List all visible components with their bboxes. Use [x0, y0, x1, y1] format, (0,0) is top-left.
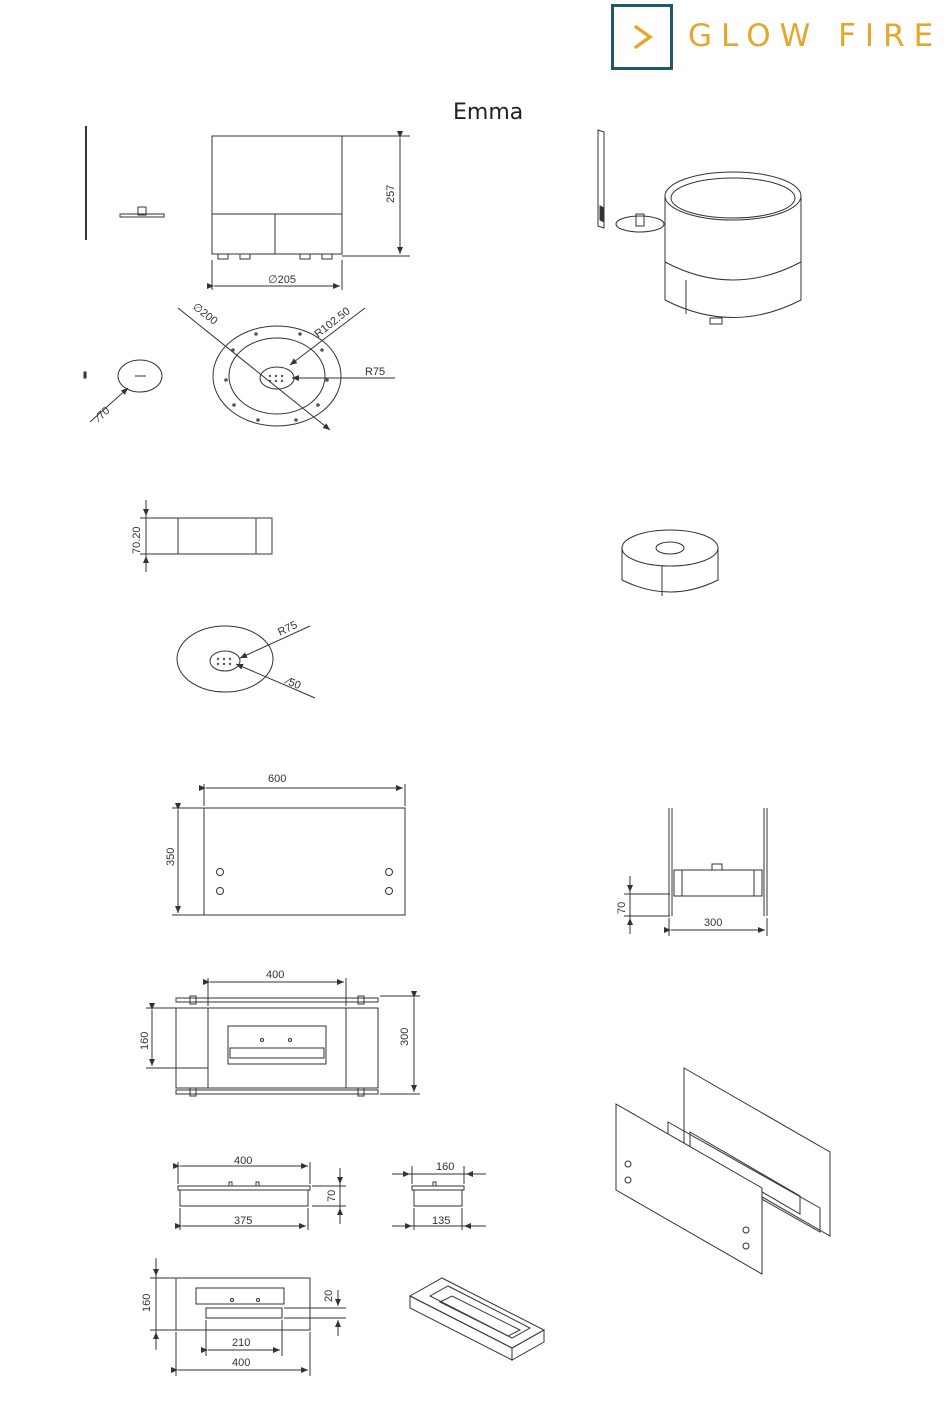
- glass-panel-front-view: [172, 784, 405, 915]
- dim-width-400-plan: 400: [232, 1357, 250, 1369]
- small-ring-isometric: [622, 530, 718, 596]
- burner-isometric-view: [410, 1278, 544, 1360]
- burner-top-view-assembly: [146, 978, 420, 1096]
- dim-diameter-205: ∅205: [268, 274, 296, 286]
- dim-height-70-side: 70: [616, 902, 628, 914]
- dim-height-70-20: 70.20: [131, 526, 143, 554]
- small-ring-elevation: [140, 500, 272, 572]
- dim-width-160-side: 160: [436, 1161, 454, 1173]
- ring-plan-view: [84, 308, 395, 430]
- dim-height-160-top: 160: [139, 1032, 151, 1050]
- dim-height-257: 257: [385, 185, 397, 203]
- dim-diameter-50: ∕50: [282, 675, 302, 693]
- dim-height-160-plan: 160: [141, 1294, 153, 1312]
- dim-width-400-top: 400: [266, 969, 284, 981]
- dim-height-20: 20: [323, 1290, 335, 1302]
- dim-height-300-top: 300: [399, 1028, 411, 1046]
- dim-diameter-70: ∕70: [92, 405, 113, 425]
- panel-side-view: [624, 808, 767, 936]
- cylinder-elevation-view: [86, 126, 410, 290]
- dim-height-350: 350: [165, 848, 177, 866]
- dim-diameter-200: ∅200: [190, 301, 219, 328]
- dim-radius-102-50: R102.50: [312, 305, 352, 340]
- dim-width-375: 375: [234, 1215, 252, 1227]
- dim-width-300: 300: [704, 917, 722, 929]
- dim-width-400-front: 400: [234, 1155, 252, 1167]
- dim-radius-75-ring: R75: [365, 366, 385, 378]
- dim-width-600: 600: [268, 773, 286, 785]
- cylinder-isometric-view: [598, 130, 801, 324]
- dim-width-135: 135: [432, 1215, 450, 1227]
- burner-front-view: [178, 1162, 346, 1230]
- dim-width-210: 210: [232, 1337, 250, 1349]
- dim-height-70-front: 70: [326, 1190, 338, 1202]
- assembly-isometric-view: [616, 1068, 830, 1274]
